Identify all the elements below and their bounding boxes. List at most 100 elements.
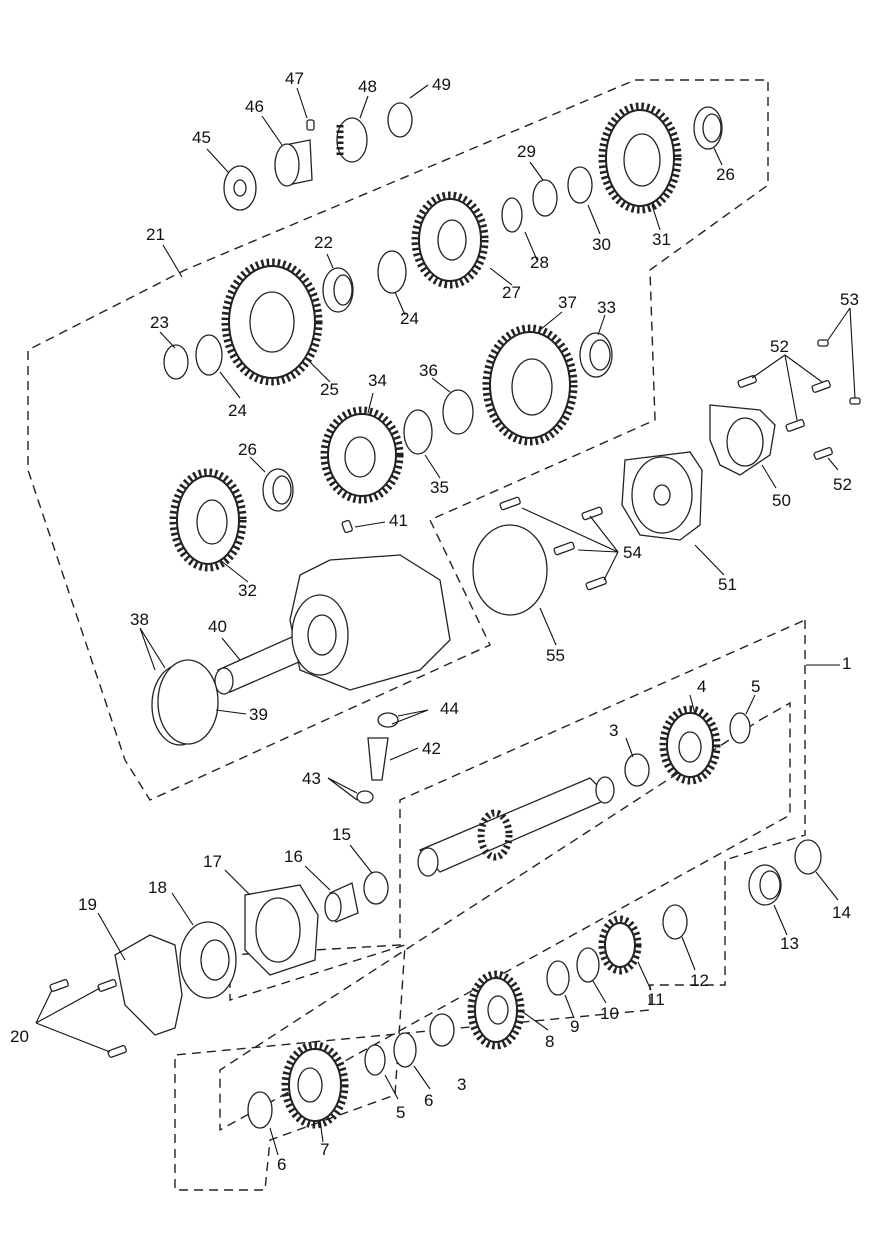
callout-44: 44 xyxy=(440,699,459,718)
part-1-input-shaft xyxy=(417,776,615,877)
callout-3-upper: 3 xyxy=(609,721,618,740)
callout-52-top: 52 xyxy=(770,337,789,356)
callout-27: 27 xyxy=(502,283,521,302)
callout-38: 38 xyxy=(130,610,149,629)
part-20-bolts xyxy=(49,979,127,1058)
leader-lines xyxy=(35,84,856,1156)
callout-51: 51 xyxy=(718,575,737,594)
part-46-bush xyxy=(274,139,313,187)
callout-43: 43 xyxy=(302,769,321,788)
part-13-bearing xyxy=(748,864,782,906)
callout-14: 14 xyxy=(832,903,851,922)
callout-45: 45 xyxy=(192,128,211,147)
part-32-gear xyxy=(169,468,247,572)
callout-20: 20 xyxy=(10,1027,29,1046)
callout-36: 36 xyxy=(419,361,438,380)
part-5-circlip-lower xyxy=(364,1044,386,1076)
part-9-washer xyxy=(546,960,570,996)
callout-29: 29 xyxy=(517,142,536,161)
part-47-pin xyxy=(306,119,315,131)
callout-25: 25 xyxy=(320,380,339,399)
part-16-sleeve xyxy=(324,882,359,923)
part-26-needle-bearing-mid xyxy=(262,468,294,512)
callout-18: 18 xyxy=(148,878,167,897)
part-27-gear xyxy=(411,191,489,289)
callout-13: 13 xyxy=(780,934,799,953)
part-3-bearing-lower xyxy=(429,1013,455,1047)
part-50-bearing-housing xyxy=(709,404,776,476)
callout-19: 19 xyxy=(78,895,97,914)
callout-48: 48 xyxy=(358,77,377,96)
callout-33: 33 xyxy=(597,298,616,317)
callout-41: 41 xyxy=(389,511,408,530)
part-23-circlip xyxy=(163,344,189,380)
part-30-thrust-washer xyxy=(567,166,593,204)
part-49-circlip xyxy=(387,102,413,138)
part-54-bolts xyxy=(499,496,607,591)
part-41-pin xyxy=(341,519,353,534)
part-12-washer xyxy=(662,904,688,940)
part-8-gear xyxy=(467,970,525,1050)
part-17-bearing-housing xyxy=(244,884,319,976)
callout-8: 8 xyxy=(545,1032,554,1051)
callout-49: 49 xyxy=(432,75,451,94)
part-31-gear xyxy=(598,102,682,214)
callout-53: 53 xyxy=(840,290,859,309)
part-45-washer xyxy=(223,165,257,211)
callout-11: 11 xyxy=(647,990,665,1009)
part-19-gasket xyxy=(114,934,183,1036)
part-7-gear xyxy=(281,1041,349,1129)
group-21-outline xyxy=(27,79,769,801)
part-14-plug xyxy=(794,839,822,875)
callout-5-lower: 5 xyxy=(396,1103,405,1122)
callout-12: 12 xyxy=(690,971,709,990)
callout-24-lower: 24 xyxy=(228,401,247,420)
part-5-circlip-upper xyxy=(729,712,751,744)
callout-1: 1 xyxy=(842,654,851,673)
part-26-needle-bearing-top xyxy=(693,106,723,150)
part-52-bolts xyxy=(737,375,833,460)
callout-32: 32 xyxy=(238,581,257,600)
part-37-gear xyxy=(482,324,578,446)
callout-34: 34 xyxy=(368,371,387,390)
part-39-seal-ring xyxy=(157,659,219,745)
callout-30: 30 xyxy=(592,235,611,254)
callout-26-top: 26 xyxy=(716,165,735,184)
callout-50: 50 xyxy=(772,491,791,510)
callout-21: 21 xyxy=(146,225,165,244)
callout-9: 9 xyxy=(570,1017,579,1036)
part-11-gear xyxy=(598,915,642,975)
callout-39: 39 xyxy=(249,705,268,724)
part-6-washer-lower xyxy=(247,1091,273,1129)
group-1-outline xyxy=(174,618,806,1191)
callout-52-right: 52 xyxy=(833,475,852,494)
part-25-gear xyxy=(221,258,323,386)
part-24-washer-lower xyxy=(195,334,223,376)
part-3-bearing-upper xyxy=(624,753,650,787)
callout-labels: 1 3 3 4 5 5 6 6 7 8 9 10 11 12 13 14 15 … xyxy=(10,69,859,1174)
callout-23: 23 xyxy=(150,313,169,332)
part-51-cover xyxy=(621,451,703,541)
callout-28: 28 xyxy=(530,253,549,272)
callout-10: 10 xyxy=(600,1004,619,1023)
part-4-gear xyxy=(659,705,721,785)
part-15-washer xyxy=(363,871,389,905)
callout-17: 17 xyxy=(203,852,222,871)
callout-6-upper: 6 xyxy=(424,1091,433,1110)
callout-31: 31 xyxy=(652,230,671,249)
part-44-o-ring xyxy=(377,712,399,728)
callout-55: 55 xyxy=(546,646,565,665)
part-33-needle-bearing xyxy=(579,332,613,378)
part-34-gear xyxy=(320,406,404,504)
callout-6-lower: 6 xyxy=(277,1155,286,1174)
part-55-o-ring xyxy=(472,524,548,616)
part-10-washer xyxy=(576,947,600,983)
callout-26-mid: 26 xyxy=(238,440,257,459)
parts xyxy=(49,102,861,1129)
part-29-thrust-washer xyxy=(532,179,558,217)
callout-35: 35 xyxy=(430,478,449,497)
callout-54: 54 xyxy=(623,543,642,562)
callout-46: 46 xyxy=(245,97,264,116)
part-48-needle-bearing xyxy=(336,117,368,163)
